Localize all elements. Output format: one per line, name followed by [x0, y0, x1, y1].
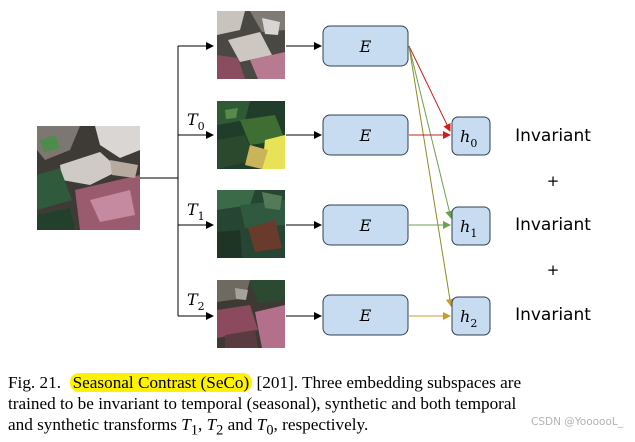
- svg-text:E: E: [359, 306, 372, 325]
- invariant-label-0: Invariant: [515, 126, 591, 146]
- caption-highlight: Seasonal Contrast (SeCo): [69, 373, 253, 392]
- encoder-1: E: [322, 25, 409, 67]
- invariant-label-1: Invariant: [515, 215, 591, 235]
- svg-text:E: E: [359, 126, 372, 145]
- svg-text:E: E: [359, 216, 372, 235]
- encoder-4: E: [322, 294, 409, 336]
- svg-text:h2: h2: [460, 307, 477, 330]
- view-image-t0: [217, 101, 285, 169]
- embedding-arrows: [408, 45, 454, 320]
- svg-text:h0: h0: [460, 127, 477, 150]
- caption-line-3: and synthetic transforms T1, T2 and T0, …: [8, 415, 369, 439]
- invariant-label-2: Invariant: [515, 305, 591, 325]
- caption-line-1: Fig. 21. Seasonal Contrast (SeCo) [201].…: [8, 372, 635, 393]
- input-branch-lines: [140, 42, 214, 320]
- head-h0: h0: [451, 116, 491, 156]
- encoder-2: E: [322, 114, 409, 156]
- caption-line-2: trained to be invariant to temporal (sea…: [8, 394, 517, 413]
- transform-label-t2: T2: [187, 290, 205, 313]
- svg-text:h1: h1: [460, 217, 477, 240]
- figure-caption: Fig. 21. Seasonal Contrast (SeCo) [201].…: [8, 372, 635, 441]
- view-image-t1: [217, 190, 285, 258]
- transform-label-t0: T0: [187, 110, 205, 133]
- view-image-t2: [217, 280, 285, 348]
- seco-diagram: T0 T1 T2 E E E E h0 h1: [37, 11, 591, 348]
- caption-prefix: Fig. 21.: [8, 373, 62, 392]
- image-to-encoder-arrows: [286, 42, 322, 320]
- head-h1: h1: [451, 206, 491, 246]
- transform-label-t1: T1: [187, 200, 205, 223]
- plus-sign-0: +: [547, 172, 560, 190]
- caption-line1-rest: [201]. Three embedding subspaces are: [256, 373, 522, 392]
- head-h2: h2: [451, 296, 491, 336]
- encoder-3: E: [322, 204, 409, 246]
- svg-text:E: E: [359, 37, 372, 56]
- watermark: CSDN @YoooooL_: [530, 416, 623, 428]
- input-satellite-image: [37, 126, 140, 230]
- view-image-original: [217, 11, 285, 79]
- plus-sign-1: +: [547, 261, 560, 279]
